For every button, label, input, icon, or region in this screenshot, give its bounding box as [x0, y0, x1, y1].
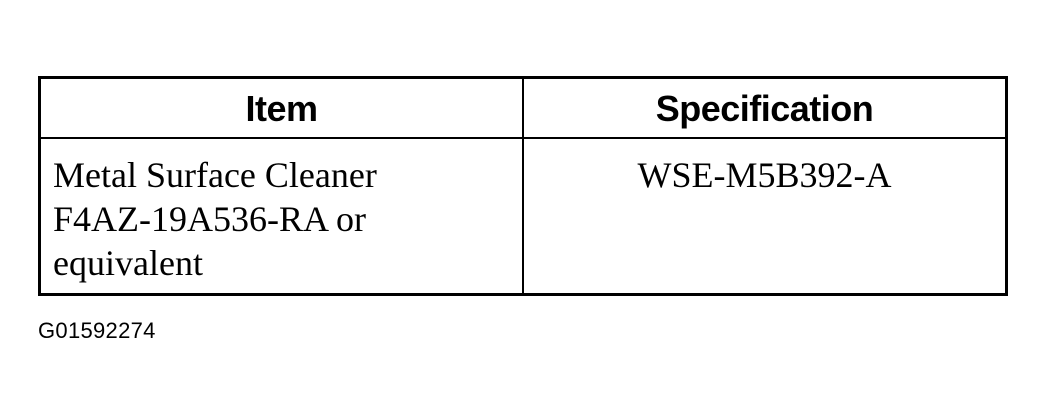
header-item: Item [41, 79, 524, 139]
table-row-specification-cell: WSE-M5B392-A [637, 155, 892, 195]
item-line: F4AZ-19A536-RA or [53, 199, 366, 239]
item-line: equivalent [53, 243, 203, 283]
table-row-item-cell: Metal Surface Cleaner F4AZ-19A536-RA or … [41, 139, 524, 293]
specification-table: Item Specification Metal Surface Cleaner… [38, 76, 1008, 296]
header-specification: Specification [524, 79, 1005, 139]
item-line: Metal Surface Cleaner [53, 155, 377, 195]
figure-id-label: G01592274 [38, 318, 156, 343]
